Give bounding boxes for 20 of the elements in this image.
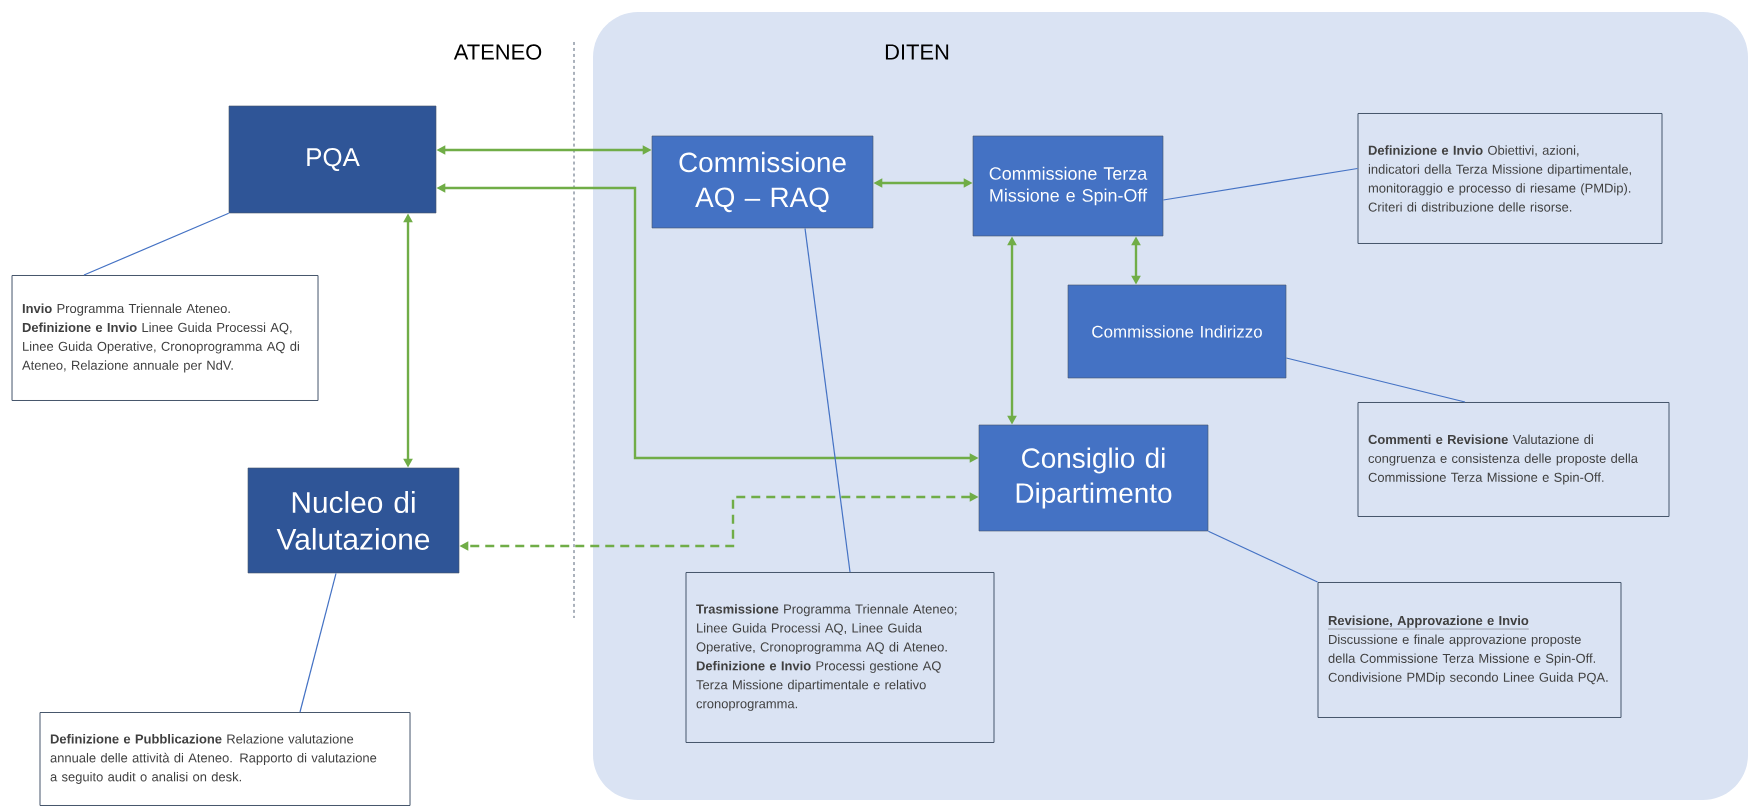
process-box: Commissione AQ – RAQ — [651, 135, 874, 229]
leader-line — [1285, 357, 1466, 403]
process-box: Nucleo di Valutazione — [247, 467, 460, 574]
note-box: Commenti e Revisione Valutazione di congruenza e consistenza delle proposte della Commissione Terza Missione e Spin-Off. — [1357, 402, 1670, 517]
process-box: Consiglio di Dipartimento — [978, 424, 1209, 532]
leader-line — [299, 572, 337, 713]
leader-line — [1162, 167, 1359, 201]
process-box: Commissione Indirizzo — [1067, 284, 1287, 379]
note-box: Definizione e Pubblicazione Relazione valutazione annuale delle attività di Ateneo. Rapporto di valutazione a seguito audit o analisi on desk. — [39, 712, 411, 806]
process-box: PQA — [228, 105, 437, 214]
note-box: Trasmissione Programma Triennale Ateneo; Linee Guida Processi AQ, Linee Guida Operative, Cronoprogramma AQ di Ateneo. Definizione e Invio Processi gestione AQ Terza Missione dipartimentale e relativo cronoprogramma. — [685, 572, 995, 743]
note-box: Invio Programma Triennale Ateneo. Definizione e Invio Linee Guida Processi AQ, Linee Guida Operative, Cronoprogramma AQ di Ateneo, Relazione annuale per NdV. — [11, 275, 319, 401]
leader-line — [804, 227, 851, 573]
note-box: Revisione, Approvazione e Invio Discussione e finale approvazione proposte della Commissione Terza Missione e Spin-Off. Condivisione PMDip secondo Linee Guida PQA. — [1317, 582, 1622, 718]
note-box: Definizione e Invio Obiettivi, azioni, indicatori della Terza Missione dipartimentale, monitoraggio e processo di riesame (PMDip). Criteri di distribuzione delle risorse. — [1357, 113, 1663, 244]
leader-line — [83, 212, 230, 276]
leader-line — [1207, 530, 1319, 583]
panel-heading: DITEN — [885, 44, 949, 60]
process-box: Commissione Terza Missione e Spin-Off — [972, 135, 1164, 237]
section-heading: ATENEO — [453, 44, 542, 60]
